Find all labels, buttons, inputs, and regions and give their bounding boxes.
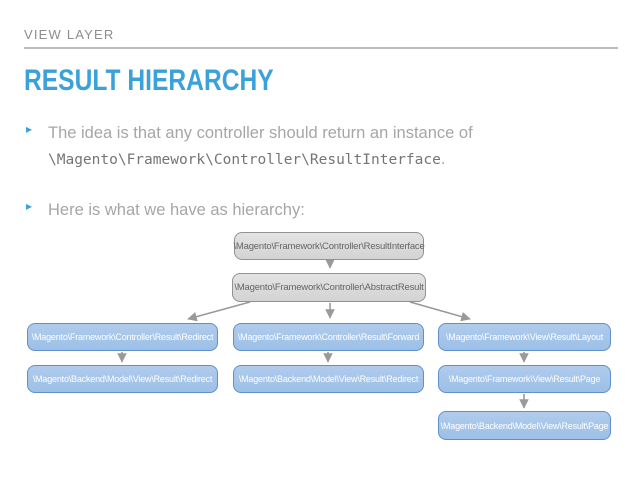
bullet-list: ▸ The idea is that any controller should… — [24, 120, 604, 247]
slide-title: RESULT HIERARCHY — [24, 64, 274, 97]
bullet-1-classname: \Magento\Framework\Controller\ResultInte… — [48, 152, 441, 168]
node-backend-result-redirect-mid: \Magento\Backend\Model\View\Result\Redir… — [233, 365, 424, 393]
bullet-item-2: ▸ Here is what we have as hierarchy: — [24, 197, 604, 223]
arrow-abstract-to-right — [409, 301, 471, 322]
header-divider — [24, 47, 618, 49]
bullet-1-sentence: The idea is that any controller should r… — [48, 124, 473, 142]
bullet-1-text: The idea is that any controller should r… — [48, 120, 604, 173]
arrow-abstract-to-left — [187, 301, 251, 322]
node-abstract-result: \Magento\Framework\Controller\AbstractRe… — [232, 273, 426, 302]
bullet-triangle-icon: ▸ — [26, 199, 33, 213]
node-view-result-layout: \Magento\Framework\View\Result\Layout — [438, 323, 611, 351]
bullet-item-1: ▸ The idea is that any controller should… — [24, 120, 604, 173]
slide-kicker: VIEW LAYER — [24, 27, 115, 42]
node-result-interface: \Magento\Framework\Controller\ResultInte… — [233, 232, 425, 260]
bullet-2-sentence: Here is what we have as hierarchy: — [48, 201, 305, 219]
node-view-result-page: \Magento\Framework\View\Result\Page — [438, 365, 611, 393]
bullet-2-text: Here is what we have as hierarchy: — [48, 197, 604, 223]
node-controller-result-forward: \Magento\Framework\Controller\Result\For… — [233, 323, 424, 351]
bullet-triangle-icon: ▸ — [26, 122, 33, 136]
node-backend-result-page: \Magento\Backend\Model\View\Result\Page — [438, 411, 611, 440]
bullet-1-period: . — [440, 150, 446, 168]
node-controller-result-redirect: \Magento\Framework\Controller\Result\Red… — [27, 323, 218, 351]
node-backend-result-redirect-left: \Magento\Backend\Model\View\Result\Redir… — [27, 365, 218, 393]
